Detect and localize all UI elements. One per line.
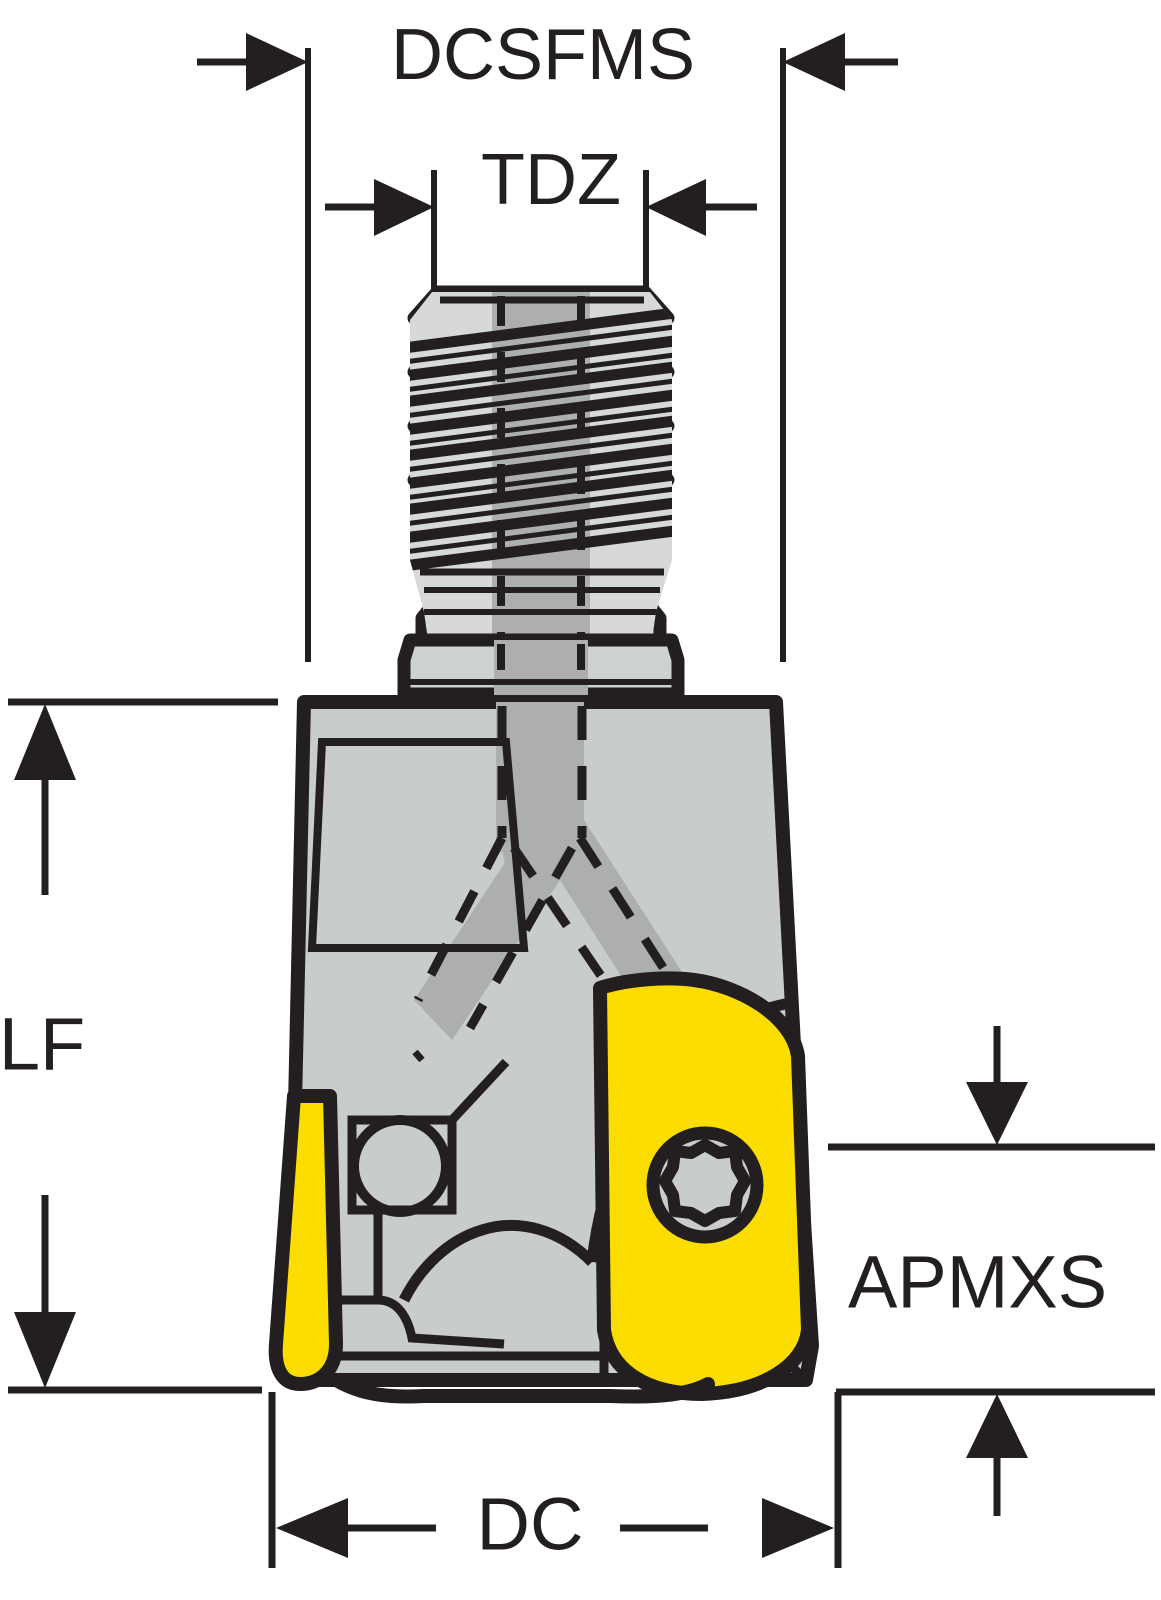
dcsfms-left-arrowhead bbox=[246, 33, 308, 91]
left-pocket-lead-line bbox=[448, 1058, 510, 1124]
thread-root-lines bbox=[410, 323, 672, 555]
apmxs-down-arrowhead bbox=[966, 1082, 1028, 1145]
tool-bottom-face bbox=[329, 1373, 715, 1404]
dc-right-arrowhead bbox=[762, 1498, 834, 1558]
torx-screw[interactable] bbox=[646, 1126, 764, 1244]
collar-centerlines bbox=[497, 644, 585, 692]
apmxs-up-arrowhead bbox=[966, 1394, 1028, 1458]
lf-label: LF bbox=[0, 1003, 85, 1086]
dimension-tdz: TDZ bbox=[325, 140, 757, 292]
tdz-label: TDZ bbox=[481, 140, 621, 220]
shank-collar bbox=[397, 633, 685, 701]
torx-star-icon bbox=[659, 1139, 751, 1227]
thread-crest-lines bbox=[410, 306, 672, 572]
insert-left-shape[interactable] bbox=[268, 1089, 343, 1391]
gash-curve-center bbox=[399, 1219, 596, 1303]
thread-inner-detail bbox=[410, 292, 672, 640]
left-pocket-floor bbox=[312, 1295, 505, 1349]
lf-up-arrowhead bbox=[14, 704, 76, 780]
tdz-right-arrowhead bbox=[646, 179, 706, 236]
apmxs-label: APMXS bbox=[848, 1241, 1107, 1324]
insert-left[interactable] bbox=[268, 1089, 343, 1391]
dimension-apmxs: APMXS bbox=[828, 1026, 1155, 1516]
lf-down-arrowhead bbox=[14, 1312, 76, 1388]
left-pocket-bore bbox=[349, 1115, 451, 1217]
shank-centerlines bbox=[497, 296, 585, 648]
dcsfms-right-arrowhead bbox=[783, 33, 845, 91]
dc-left-arrowhead bbox=[276, 1498, 348, 1558]
bottom-face-edge bbox=[329, 1373, 715, 1404]
tdz-left-arrowhead bbox=[374, 179, 434, 236]
dc-label: DC bbox=[477, 1483, 584, 1566]
coolant-exit-tick bbox=[412, 1049, 425, 1063]
dimension-lf: LF bbox=[0, 698, 278, 1394]
dcsfms-label: DCSFMS bbox=[391, 15, 695, 95]
dimension-dcsfms: DCSFMS bbox=[197, 15, 898, 662]
insert-right[interactable] bbox=[593, 971, 815, 1401]
collar-center-bore bbox=[494, 640, 588, 696]
dimension-dc: DC bbox=[268, 1392, 842, 1568]
insert-pocket-left-outline bbox=[307, 738, 529, 952]
threaded-shank bbox=[407, 285, 675, 648]
